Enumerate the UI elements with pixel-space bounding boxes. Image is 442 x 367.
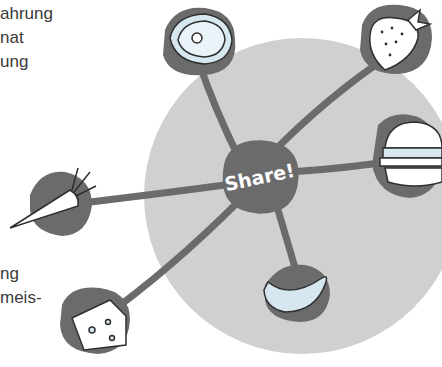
- food-drawings: [10, 10, 442, 350]
- spokes: [65, 55, 400, 320]
- cut-off-text: ahrung: [0, 4, 53, 24]
- banana: [264, 277, 327, 312]
- cut-off-text: ng: [0, 264, 19, 284]
- background-circle: [144, 38, 442, 354]
- steak: [170, 14, 232, 64]
- carrot: [10, 168, 96, 228]
- cut-off-text: nat: [0, 28, 24, 48]
- burger: [380, 122, 442, 186]
- strawberry: [370, 10, 430, 70]
- food-blobs: [30, 5, 442, 354]
- center-blob: Share!: [216, 138, 302, 216]
- cheese: [72, 300, 126, 350]
- cut-off-text: meis-: [0, 288, 42, 308]
- cut-off-text: ung: [0, 52, 28, 72]
